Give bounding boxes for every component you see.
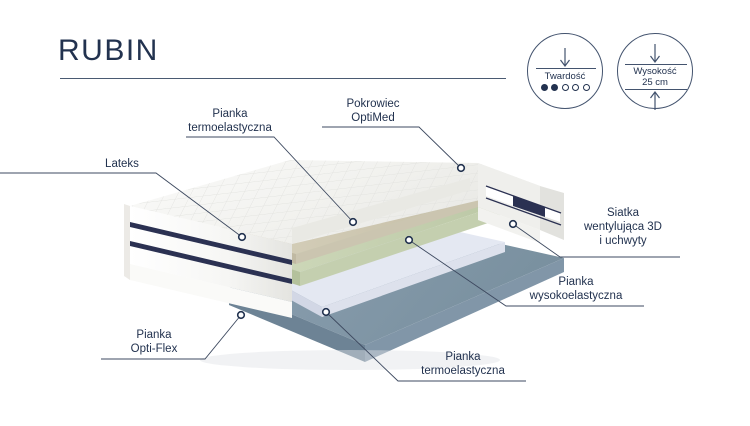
layer-cover-left-end bbox=[130, 206, 292, 302]
layer-base-right bbox=[365, 258, 564, 362]
title-divider bbox=[60, 78, 506, 79]
marker-siatka bbox=[508, 219, 518, 229]
badge-hardness: Twardość bbox=[527, 33, 603, 109]
badge-bottom-line bbox=[625, 89, 687, 90]
page-title: RUBIN bbox=[58, 34, 159, 67]
layer-cover-inner-wall bbox=[292, 178, 470, 244]
layer-cover-right-bottom bbox=[478, 207, 540, 243]
marker-pianka-termo-top bbox=[348, 217, 358, 227]
leader-pianka-termo-top bbox=[186, 136, 354, 223]
leader-lateks bbox=[0, 172, 243, 238]
hardness-dot-5 bbox=[582, 84, 590, 91]
handle-band-line-bottom bbox=[485, 197, 562, 226]
hardness-dot-2 bbox=[551, 84, 558, 91]
layer-highelastic-top bbox=[258, 224, 505, 307]
callout-pianka-termo-top-line1: Pianka bbox=[212, 108, 248, 120]
badge-height-value: 25 cm bbox=[642, 77, 668, 88]
callout-pokrowiec-optimed: Pokrowiec OptiMed bbox=[326, 97, 420, 125]
callout-pianka-optiflex-line2: Opti-Flex bbox=[130, 343, 178, 355]
callout-siatka-line2: wentylująca 3D bbox=[584, 221, 662, 233]
callout-pianka-optiflex-line1: Pianka bbox=[136, 329, 172, 341]
callout-siatka-line3: i uchwyty bbox=[599, 235, 647, 247]
arrow-up-icon bbox=[650, 91, 660, 110]
marker-pianka-wysoko bbox=[404, 235, 414, 245]
mattress-shadow bbox=[200, 350, 500, 370]
cover-stripe-2 bbox=[130, 241, 292, 284]
callout-pianka-termo-top-line2: termoelastyczna bbox=[188, 122, 272, 134]
badge-top-line bbox=[625, 64, 687, 65]
callout-pianka-termo-bottom-line2: termoelastyczna bbox=[421, 365, 505, 377]
callout-siatka-wentylujaca: Siatka wentylująca 3D i uchwyty bbox=[563, 206, 683, 248]
badge-height: Wysokość 25 cm bbox=[617, 33, 693, 110]
callout-siatka-line1: Siatka bbox=[607, 207, 639, 219]
leader-pianka-wysoko bbox=[408, 239, 644, 307]
arrow-down-icon bbox=[650, 44, 660, 63]
leader-pianka-optiflex bbox=[101, 314, 242, 360]
leader-pokrowiec bbox=[322, 126, 462, 169]
hardness-rating-dots bbox=[528, 84, 602, 91]
marker-pianka-termo-bottom bbox=[321, 307, 331, 317]
callout-pianka-opti-flex: Pianka Opti-Flex bbox=[103, 328, 205, 356]
layer-latex-right bbox=[296, 191, 497, 264]
callout-pianka-termo-bottom-line1: Pianka bbox=[445, 351, 481, 363]
callout-pokrowiec-line2: OptiMed bbox=[351, 112, 395, 124]
marker-pokrowiec bbox=[456, 163, 466, 173]
callout-pianka-wysoko-line1: Pianka bbox=[558, 276, 594, 288]
layer-thermo-right bbox=[300, 205, 500, 286]
leader-pianka-termo-bottom bbox=[325, 311, 526, 382]
leader-siatka bbox=[512, 223, 680, 258]
mattress-body bbox=[124, 160, 564, 370]
hardness-dot-4 bbox=[572, 84, 579, 91]
callout-marker-dots bbox=[236, 163, 518, 320]
badge-surface-line bbox=[536, 68, 596, 69]
callout-pianka-termoelastyczna-bottom: Pianka termoelastyczna bbox=[400, 350, 526, 378]
callout-pianka-termoelastyczna-top: Pianka termoelastyczna bbox=[180, 107, 280, 135]
callout-lateks: Lateks bbox=[82, 157, 162, 171]
callout-leader-lines bbox=[0, 126, 680, 382]
handle-grip bbox=[513, 196, 545, 217]
callout-pianka-wysoko-line2: wysokoelastyczna bbox=[529, 290, 623, 302]
hardness-dot-3 bbox=[561, 84, 569, 91]
layer-cover-left-edge bbox=[124, 204, 130, 280]
handle-band-line-top bbox=[485, 185, 562, 214]
callout-pokrowiec-line1: Pokrowiec bbox=[346, 98, 400, 110]
layer-highelastic-right bbox=[322, 242, 505, 317]
badge-height-label: Wysokość bbox=[633, 66, 677, 77]
hardness-dot-1 bbox=[540, 84, 548, 91]
arrow-down-icon bbox=[560, 48, 570, 67]
callout-pianka-wysokoelastyczna: Pianka wysokoelastyczna bbox=[508, 275, 644, 303]
cover-stripe-1 bbox=[130, 222, 292, 265]
layer-cover-left-skirt bbox=[130, 264, 292, 318]
badge-hardness-label: Twardość bbox=[544, 71, 586, 82]
marker-lateks bbox=[237, 232, 247, 242]
marker-pianka-optiflex bbox=[236, 310, 246, 320]
callout-lateks-line1: Lateks bbox=[105, 158, 139, 170]
